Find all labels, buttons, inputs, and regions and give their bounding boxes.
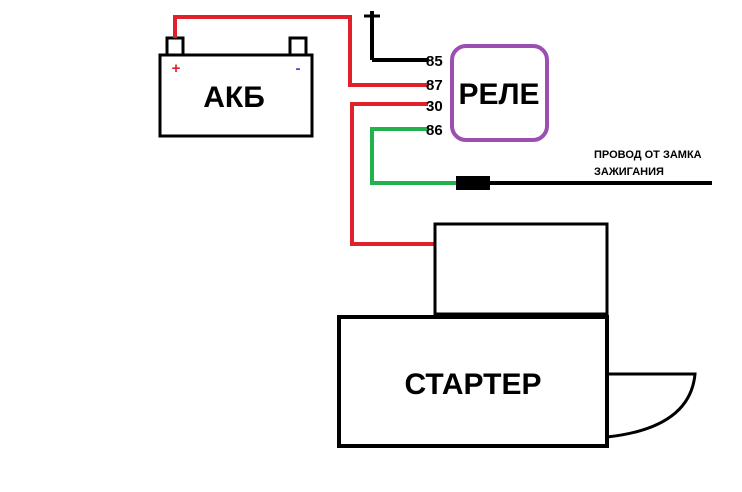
relay-pin-86: 86 [426,122,443,139]
wire-battery-to-pin-87 [173,15,428,87]
battery-positive-terminal [165,36,185,57]
relay-pin-87: 87 [426,77,443,94]
battery-minus-sign: - [296,60,301,77]
battery-label: АКБ [203,81,265,114]
relay-label: РЕЛЕ [458,78,539,111]
starter-solenoid [433,222,609,316]
battery-negative-terminal [288,36,308,57]
ground-symbol [364,11,380,60]
wire-pin-30-to-solenoid [350,102,434,246]
wire-pin-86-to-ignition [370,127,456,185]
battery: АКБ + - [158,36,314,138]
starter-label: СТАРТЕР [405,368,542,401]
starter-body [337,315,609,448]
starter-nose [606,372,697,439]
relay-pin-30: 30 [426,98,443,115]
relay-pin-85: 85 [426,53,443,70]
battery-body [158,53,314,138]
battery-plus-sign: + [172,60,181,77]
relay-box [450,44,549,142]
ignition-wire-label-line2: ЗАЖИГАНИЯ [594,166,664,178]
ignition-wire-label-line1: ПРОВОД ОТ ЗАМКА [594,149,702,161]
ignition-connector [456,176,490,190]
